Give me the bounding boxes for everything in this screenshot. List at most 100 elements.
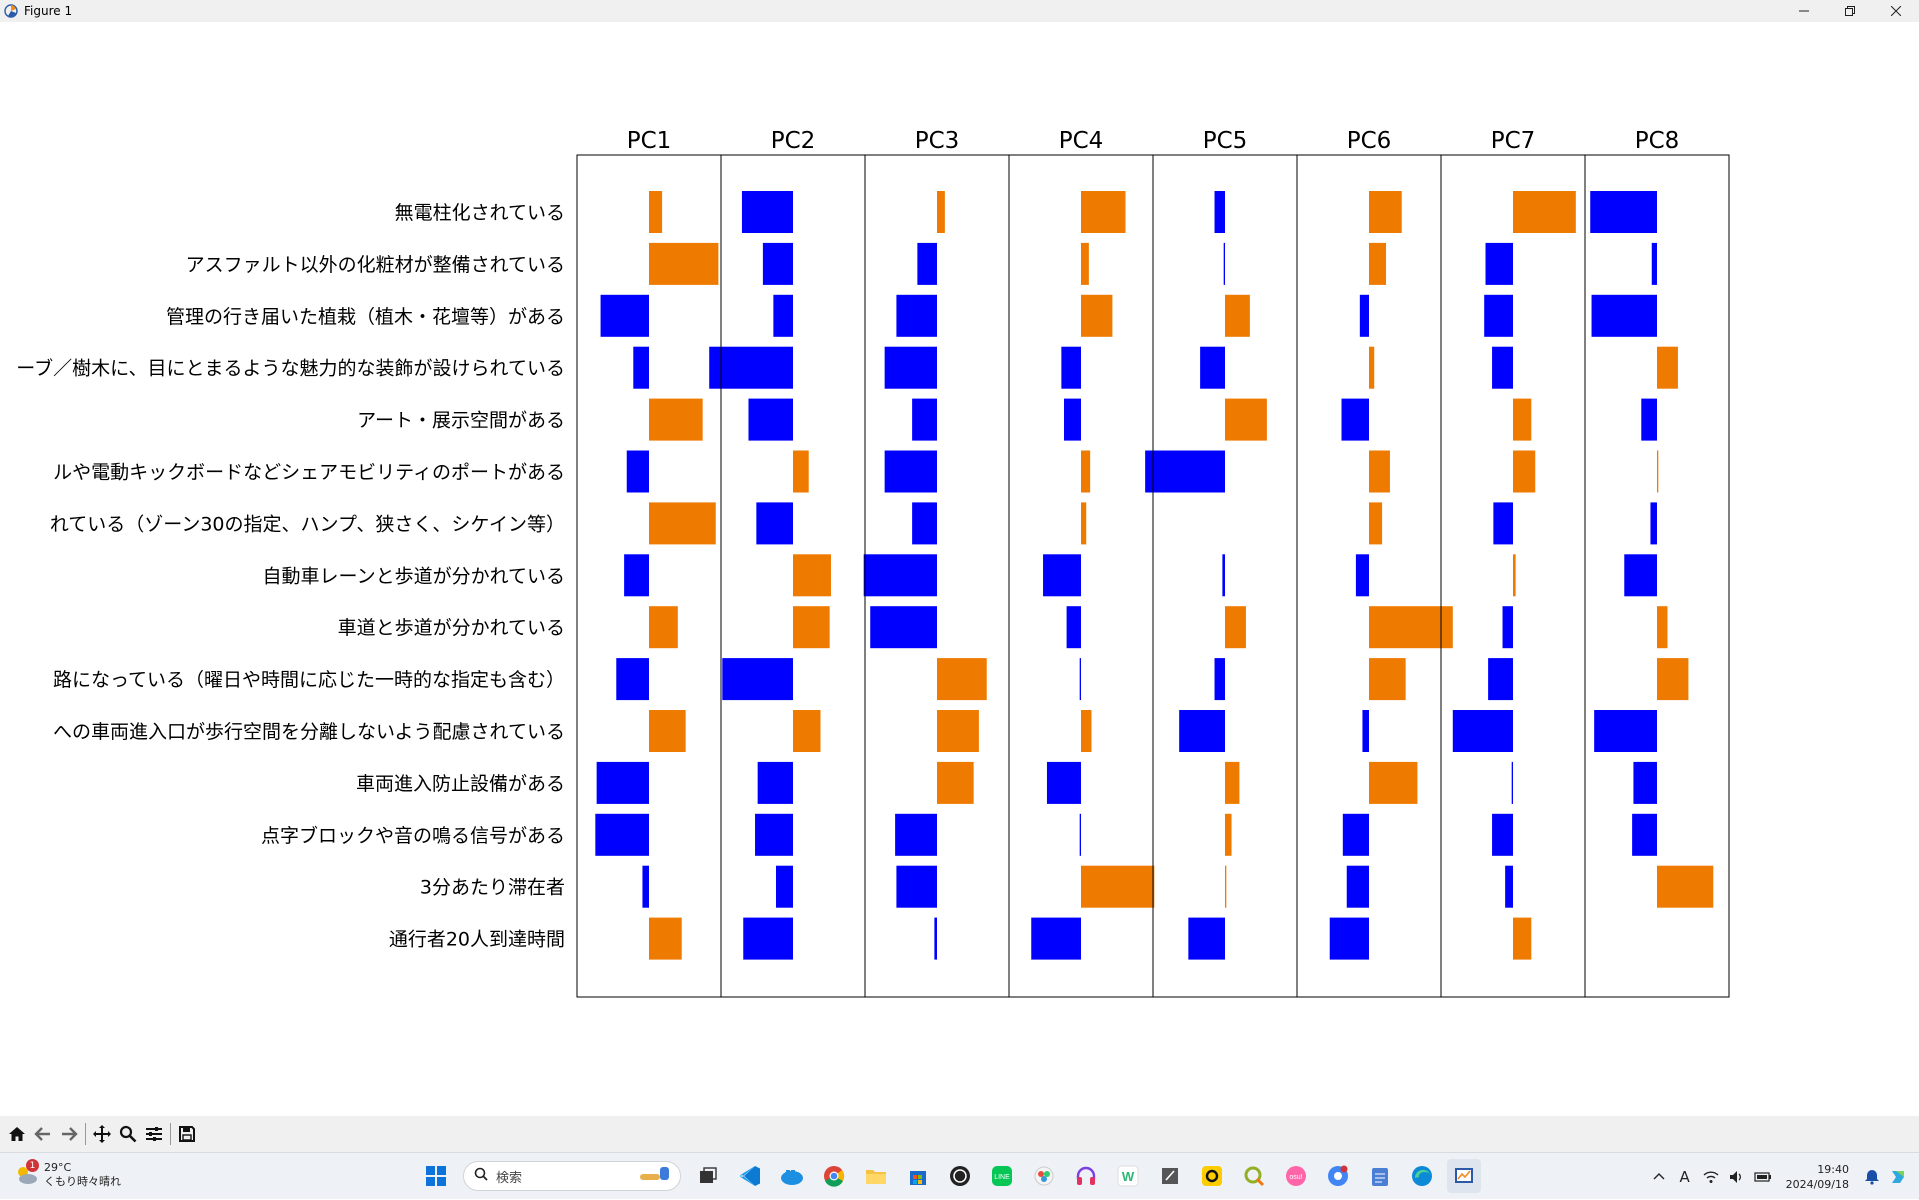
loading-bar (793, 710, 821, 752)
notification-bell-icon[interactable] (1859, 1163, 1885, 1191)
weather-condition: くもり時々晴れ (44, 1175, 121, 1188)
loading-bar (1484, 294, 1513, 337)
panel-title-pc2: PC2 (771, 128, 816, 154)
loading-bar (863, 554, 937, 597)
back-icon[interactable] (30, 1120, 56, 1148)
start-button[interactable] (419, 1159, 453, 1193)
forward-icon[interactable] (56, 1120, 82, 1148)
loading-bar (1513, 398, 1532, 441)
minimize-button[interactable] (1781, 0, 1827, 22)
loading-bar (1657, 606, 1668, 649)
wifi-icon[interactable] (1698, 1163, 1724, 1191)
loading-bar (1657, 865, 1714, 908)
loading-bar (1369, 606, 1453, 649)
loading-bar (1081, 502, 1087, 545)
loading-bar (1493, 502, 1513, 545)
osu-icon[interactable]: osu! (1279, 1159, 1313, 1193)
loading-bar (1591, 294, 1657, 337)
loading-bar (1079, 813, 1081, 856)
toolbar-separator (85, 1123, 86, 1145)
home-icon[interactable] (4, 1120, 30, 1148)
loading-bar (1492, 346, 1513, 389)
weather-temp: 29°C (44, 1161, 72, 1174)
chevron-up-icon[interactable] (1646, 1163, 1672, 1191)
loading-bar (756, 502, 793, 545)
panel-frame (1584, 154, 1730, 998)
color-app-icon[interactable] (1027, 1159, 1061, 1193)
loading-bar (1145, 450, 1225, 493)
loading-bar (884, 450, 937, 493)
loading-bar (1222, 554, 1225, 597)
system-tray: A 19:40 2024/09/18 (1646, 1153, 1919, 1200)
edge-icon[interactable] (1405, 1159, 1439, 1193)
word-app-icon[interactable]: W (1111, 1159, 1145, 1193)
loading-bar (1063, 398, 1081, 441)
weather-widget[interactable]: 1 29°C くもり時々晴れ (14, 1159, 121, 1189)
speaker-icon[interactable] (1724, 1163, 1750, 1191)
zoom-icon[interactable] (115, 1120, 141, 1148)
loading-bar (1369, 502, 1383, 545)
panel-title-pc8: PC8 (1635, 128, 1680, 154)
figure-canvas[interactable]: 無電柱化されているアスファルト以外の化粧材が整備されている管理の行き届いた植栽（… (0, 22, 1919, 1116)
loading-bar (741, 191, 793, 233)
loading-bar (896, 865, 937, 908)
headphones-icon[interactable] (1069, 1159, 1103, 1193)
loading-bar (1179, 710, 1225, 752)
ime-indicator[interactable]: A (1679, 1167, 1690, 1186)
loading-bar (649, 398, 703, 441)
loading-bar (917, 242, 937, 285)
loading-bar (1061, 346, 1081, 389)
copilot-icon[interactable] (1885, 1163, 1911, 1191)
loading-bar (1594, 710, 1657, 752)
chrome-profile-icon[interactable] (1321, 1159, 1355, 1193)
loading-bar (937, 710, 979, 752)
line-icon[interactable]: LINE (985, 1159, 1019, 1193)
pan-icon[interactable] (89, 1120, 115, 1148)
task-view-icon[interactable] (691, 1159, 725, 1193)
notepad-app-icon[interactable] (1363, 1159, 1397, 1193)
loading-bar (1214, 191, 1225, 233)
loading-bar (1657, 450, 1659, 493)
loading-bar (1081, 242, 1089, 285)
search-icon (474, 1167, 488, 1185)
category-label: 通行者20人到達時間 (389, 929, 565, 951)
taskbar-search[interactable]: 検索 (463, 1161, 681, 1191)
python-figure-icon[interactable] (1447, 1159, 1481, 1193)
loading-bar (1624, 554, 1657, 597)
q-app-icon[interactable] (1195, 1159, 1229, 1193)
loading-bar (1079, 658, 1081, 701)
configure-subplots-icon[interactable] (141, 1120, 167, 1148)
qgis-icon[interactable] (1237, 1159, 1271, 1193)
ms-store-icon[interactable] (901, 1159, 935, 1193)
save-icon[interactable] (174, 1120, 200, 1148)
loading-bar (1046, 761, 1081, 804)
panel-title-pc6: PC6 (1347, 128, 1392, 154)
category-label: 無電柱化されている (395, 202, 565, 224)
maximize-button[interactable] (1827, 0, 1873, 22)
loading-bar (596, 761, 649, 804)
file-explorer-icon[interactable] (859, 1159, 893, 1193)
battery-icon[interactable] (1750, 1163, 1776, 1191)
loading-bar (1225, 398, 1267, 441)
loading-bar (870, 606, 937, 649)
loading-bar (1513, 917, 1532, 960)
panel-title-pc3: PC3 (915, 128, 960, 154)
loading-bar (895, 813, 937, 856)
chrome-icon[interactable] (817, 1159, 851, 1193)
loading-bar (1214, 658, 1225, 701)
svg-text:LINE: LINE (994, 1174, 1010, 1181)
loading-bar (1641, 398, 1657, 441)
notepad-icon[interactable] (1153, 1159, 1187, 1193)
loading-bar (793, 450, 809, 493)
category-label: アート・展示空間がある (357, 410, 565, 432)
obs-icon[interactable] (943, 1159, 977, 1193)
loading-bar (1369, 761, 1418, 804)
docker-icon[interactable] (775, 1159, 809, 1193)
taskbar-clock[interactable]: 19:40 2024/09/18 (1786, 1162, 1849, 1192)
loading-bar (1657, 658, 1689, 701)
loading-bar (1200, 346, 1225, 389)
vscode-icon[interactable] (733, 1159, 767, 1193)
loading-bar (912, 502, 937, 545)
close-button[interactable] (1873, 0, 1919, 22)
loading-bar (649, 606, 678, 649)
